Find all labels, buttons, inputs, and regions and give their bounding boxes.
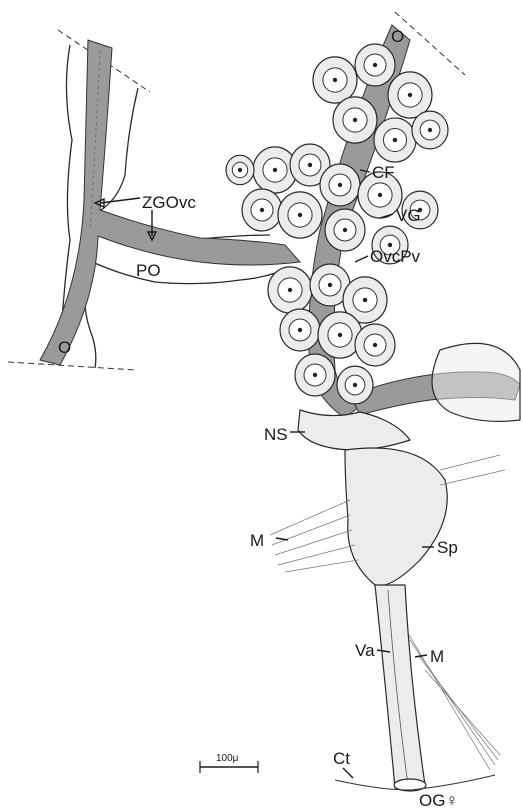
right-lobe — [432, 343, 520, 421]
nucleolus — [260, 208, 264, 212]
nucleolus — [408, 93, 412, 97]
nucleolus — [328, 283, 332, 287]
spermatheca — [345, 448, 447, 586]
label-ct: Ct — [333, 749, 350, 768]
label-m-left: M — [250, 531, 264, 550]
nucleolus — [353, 383, 357, 387]
label-ovcpv: OvcPv — [370, 247, 421, 266]
neck-region — [298, 410, 410, 450]
nucleolus — [353, 118, 357, 122]
label-o-left: O — [58, 338, 71, 357]
nucleolus — [313, 373, 317, 377]
nucleolus — [288, 288, 292, 292]
vagina-tube — [375, 585, 426, 791]
label-va: Va — [355, 641, 375, 660]
nucleolus — [378, 193, 382, 197]
nucleolus — [308, 163, 312, 167]
scale-bar: 100μ — [200, 753, 258, 773]
scale-bar-label: 100μ — [216, 753, 239, 764]
label-m-right: M — [430, 647, 444, 666]
nucleolus — [393, 138, 397, 142]
label-po: PO — [136, 261, 161, 280]
label-vg: VG — [396, 206, 421, 225]
nucleolus — [338, 333, 342, 337]
label-o-top: O — [391, 27, 404, 46]
label-cf: CF — [372, 163, 395, 182]
nucleolus — [298, 328, 302, 332]
label-zgovc: ZGOvc — [142, 193, 196, 212]
nucleolus — [338, 183, 342, 187]
nucleolus — [373, 343, 377, 347]
nucleolus — [363, 298, 367, 302]
nucleolus — [238, 168, 242, 172]
nucleolus — [273, 168, 277, 172]
nucleolus — [343, 228, 347, 232]
nucleolus — [333, 78, 337, 82]
label-sp: Sp — [437, 538, 458, 557]
nucleolus — [373, 63, 377, 67]
nucleolus — [298, 213, 302, 217]
label-ns: NS — [264, 425, 288, 444]
nucleolus — [428, 128, 432, 132]
label-og: OG♀ — [419, 791, 458, 810]
